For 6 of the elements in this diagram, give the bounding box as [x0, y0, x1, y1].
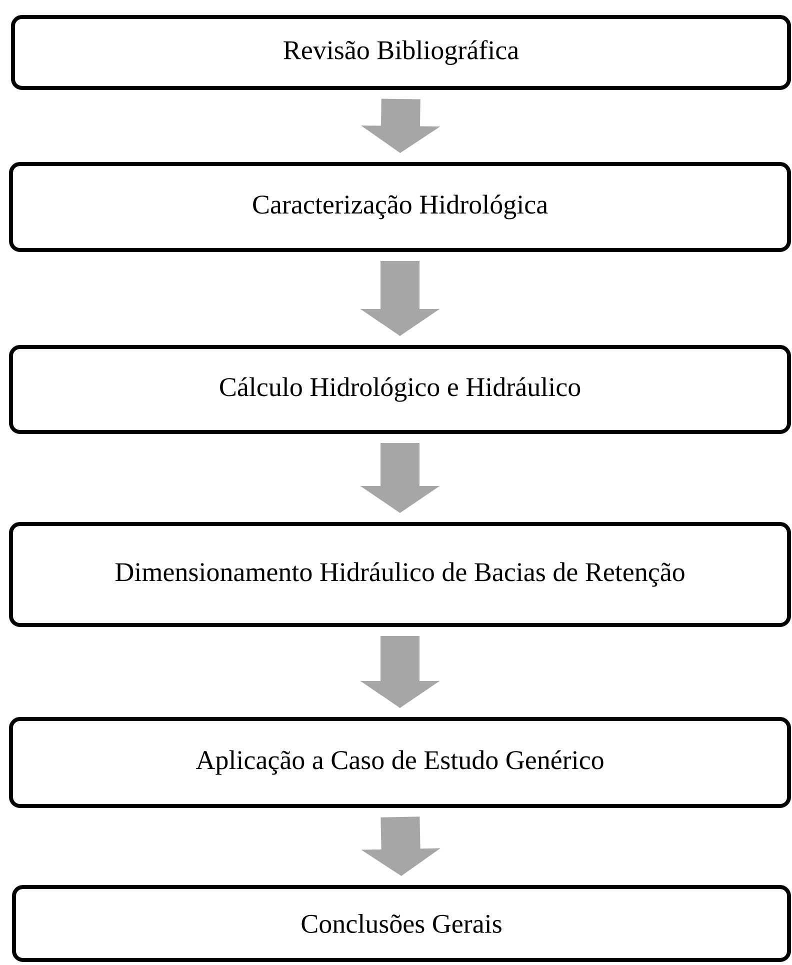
process-box: Dimensionamento Hidráulico de Bacias de Retenção [9, 522, 791, 627]
process-box: Aplicação a Caso de Estudo Genérico [9, 717, 791, 808]
process-box: Conclusões Gerais [12, 885, 791, 962]
process-box: Revisão Bibliográfica [11, 14, 791, 90]
process-box: Caracterização Hidrológica [9, 162, 791, 252]
process-box: Cálculo Hidrológico e Hidráulico [9, 345, 791, 434]
